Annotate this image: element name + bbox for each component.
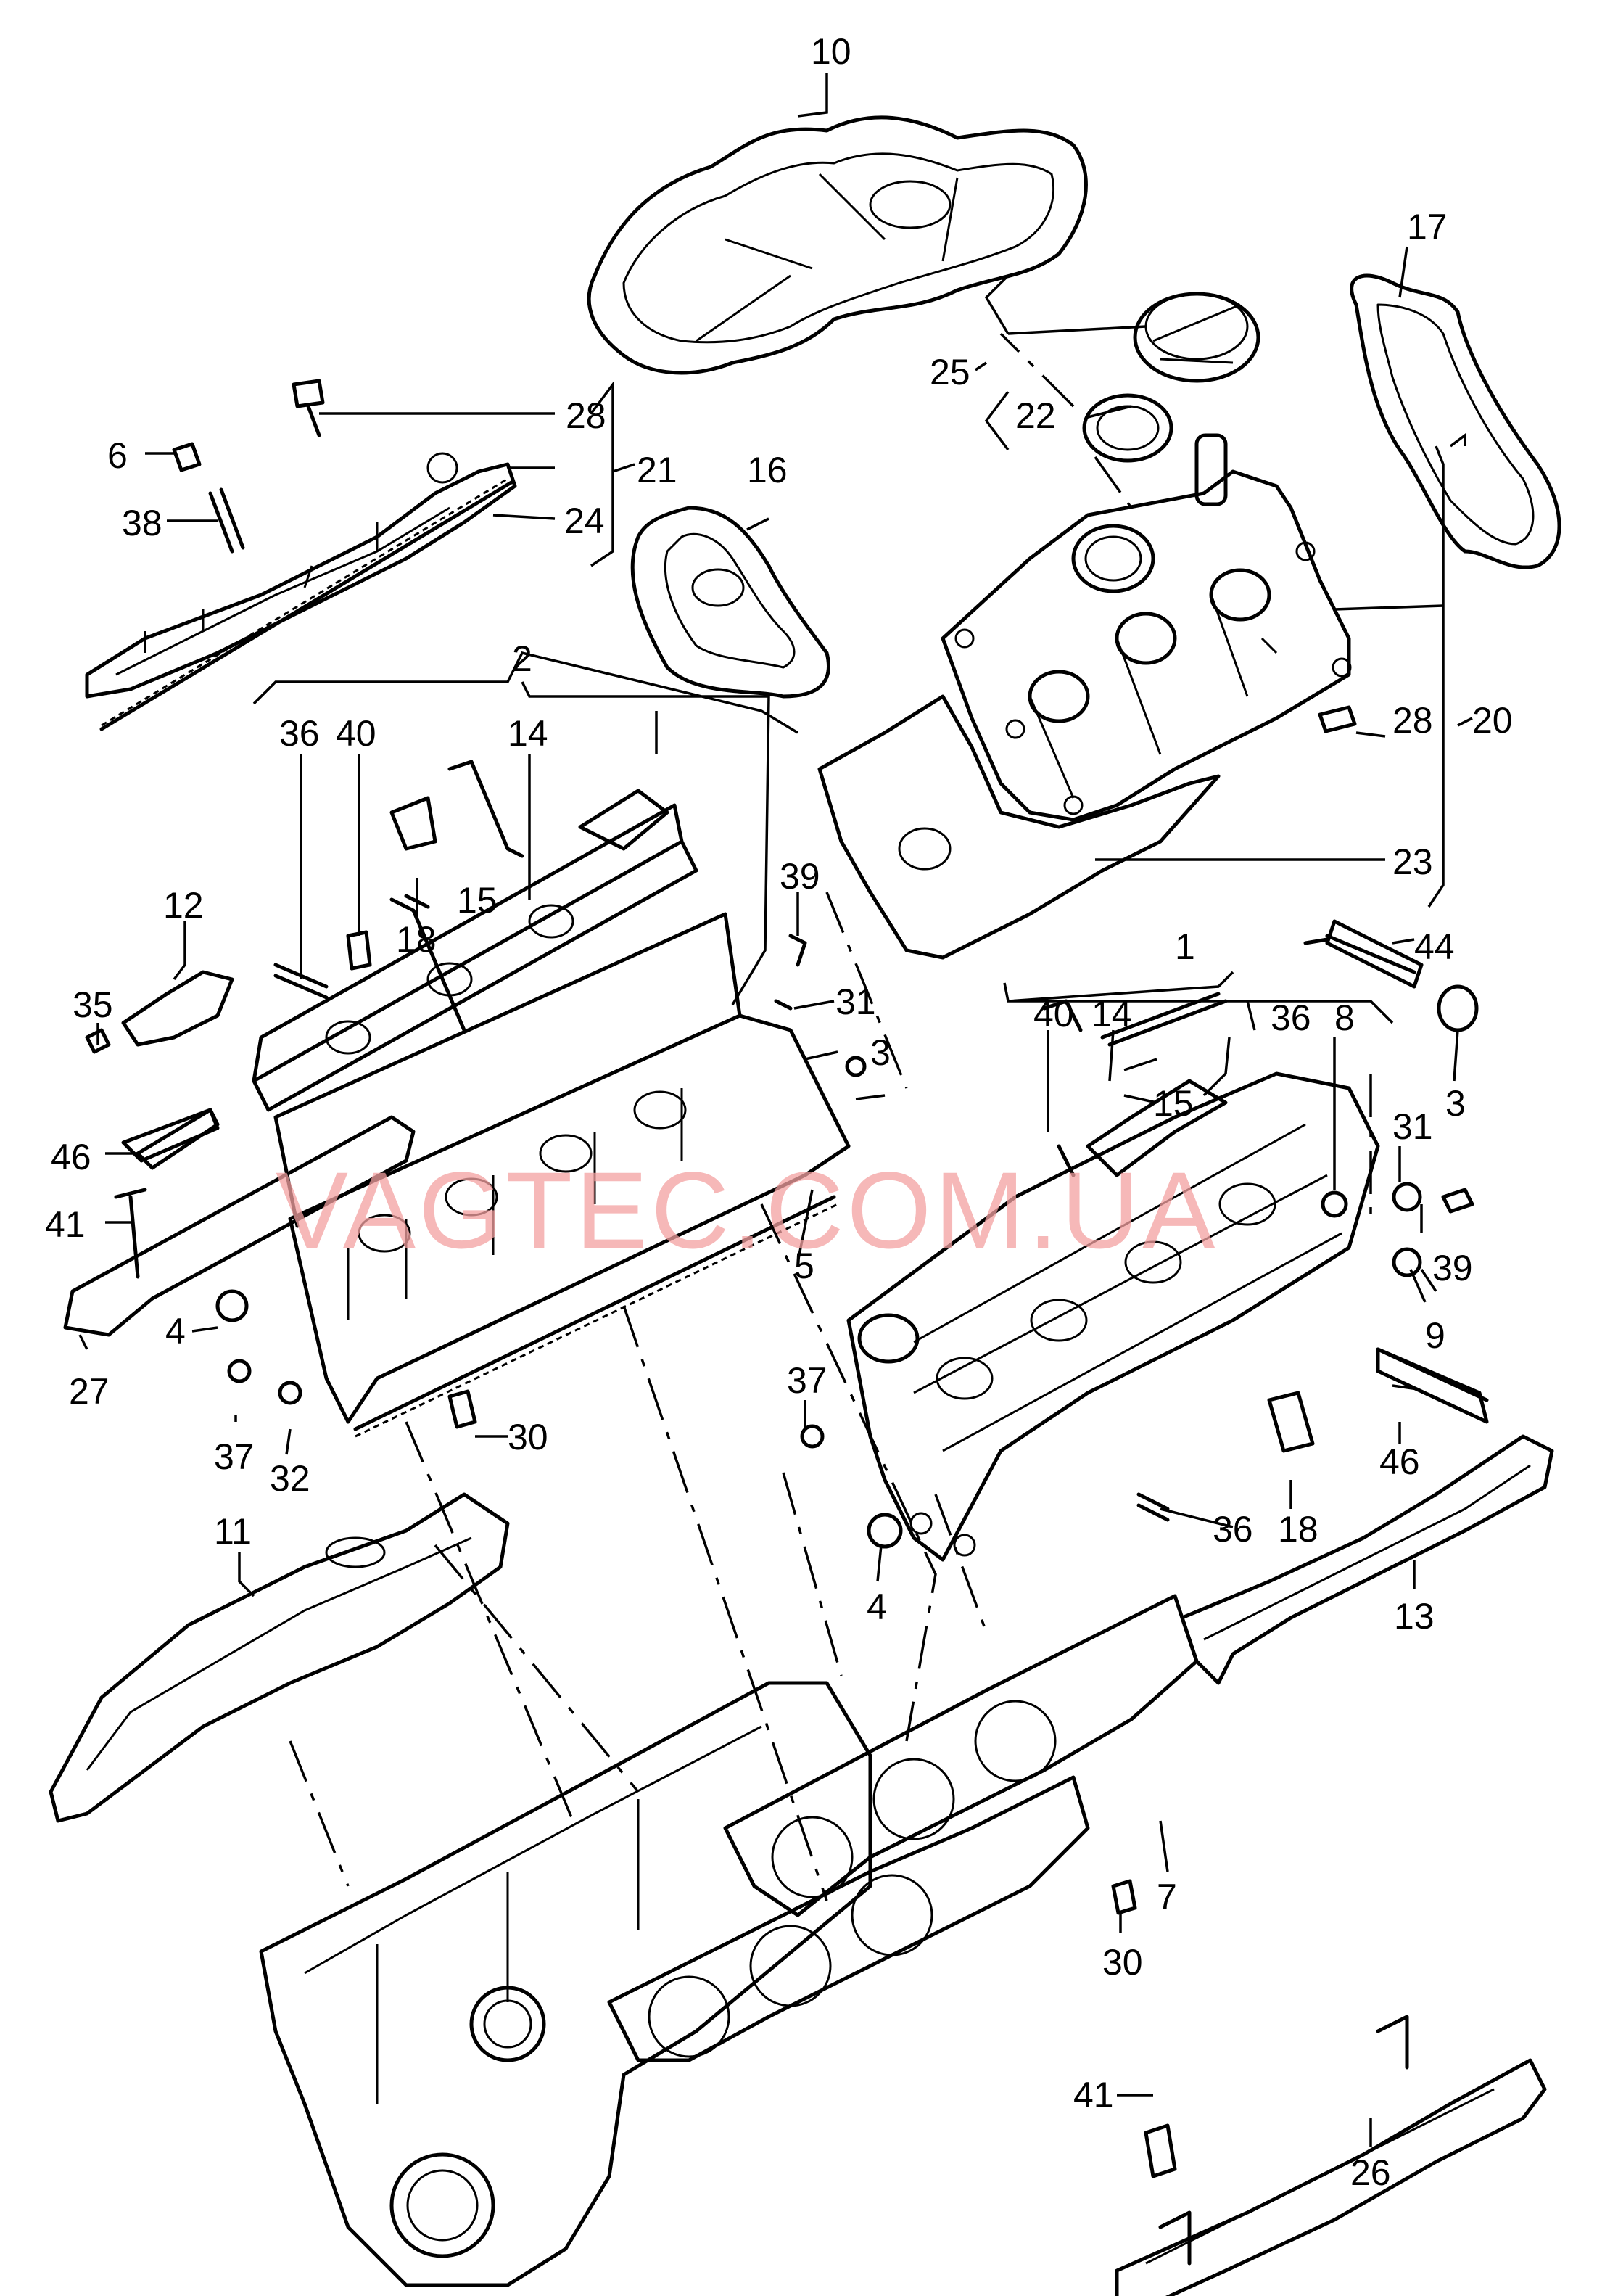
cylinder-head-left-part-2	[273, 912, 851, 1438]
callout-22: 22	[1015, 395, 1056, 436]
callout-15-left: 15	[457, 880, 498, 921]
callout-21: 21	[637, 450, 677, 490]
callout-25: 25	[930, 352, 970, 392]
callout-41-right: 41	[1073, 2075, 1114, 2115]
cylinder-head-right-part-1	[846, 1071, 1380, 1562]
callout-36-right-bottom: 36	[1213, 1509, 1253, 1550]
small-parts-left	[63, 760, 524, 1405]
bolt-part-6-38	[172, 442, 245, 554]
engine-block	[259, 1681, 872, 2287]
callout-46-right: 46	[1379, 1441, 1420, 1482]
camshaft-carrier-left	[252, 789, 698, 1112]
callout-16: 16	[747, 450, 788, 490]
callout-4-left: 4	[165, 1311, 186, 1351]
heat-shield-part-26	[1115, 2015, 1547, 2296]
callout-6: 6	[107, 435, 128, 476]
callout-7: 7	[1157, 1877, 1177, 1917]
callout-5: 5	[794, 1246, 814, 1286]
callout-2: 2	[512, 638, 532, 679]
callout-32: 32	[270, 1458, 310, 1499]
callout-40-left: 40	[336, 713, 376, 754]
gasket-part-23	[817, 694, 1221, 960]
callout-23: 23	[1392, 842, 1433, 882]
valve-cover-right-part-20	[941, 433, 1357, 822]
callout-20: 20	[1472, 700, 1513, 741]
callout-14-right: 14	[1091, 994, 1132, 1034]
callout-15-right: 15	[1153, 1083, 1194, 1124]
callout-31-left: 31	[835, 982, 876, 1022]
callout-36-right-top: 36	[1271, 997, 1311, 1038]
callout-31-right: 31	[1392, 1106, 1433, 1147]
callout-18-left: 18	[396, 919, 437, 960]
bolt-part-28-left	[292, 379, 325, 437]
callout-35: 35	[73, 984, 113, 1025]
callout-28-left: 28	[566, 395, 606, 436]
callout-40-right: 40	[1033, 994, 1074, 1034]
callout-8: 8	[1334, 997, 1355, 1038]
callout-labels: 10 17 25 22 28 21 24 6 38 16 2 28 20 36 …	[45, 31, 1513, 2193]
cover-part-17	[1350, 273, 1561, 569]
head-gasket-part-7	[607, 1594, 1199, 2062]
callout-28-right: 28	[1392, 700, 1433, 741]
dowel-pins-part-30	[447, 1389, 1137, 1915]
callout-30-right: 30	[1102, 1942, 1143, 1983]
callout-12: 12	[163, 885, 204, 926]
callout-26: 26	[1350, 2152, 1391, 2193]
watermark-text: VAGTEC.COM.UA	[276, 1149, 1218, 1271]
callout-10: 10	[811, 31, 851, 72]
callout-36-left: 36	[279, 713, 320, 754]
valve-cover-left-part-21	[85, 452, 517, 731]
callout-4-right: 4	[867, 1587, 887, 1627]
callout-39-right: 39	[1432, 1248, 1473, 1288]
callout-41-left: 41	[45, 1204, 86, 1245]
callout-17: 17	[1407, 207, 1448, 247]
callout-37-left: 37	[214, 1436, 255, 1477]
callout-1: 1	[1175, 926, 1195, 967]
callout-18-right: 18	[1278, 1509, 1318, 1550]
oil-filler-cap-part-25	[1082, 292, 1260, 463]
callout-3-left: 3	[870, 1032, 891, 1073]
assembly-lines	[289, 332, 1372, 1901]
callout-38: 38	[122, 503, 162, 543]
callout-46-left: 46	[51, 1137, 91, 1177]
heat-shield-part-13	[1180, 1434, 1554, 1685]
callout-39-left: 39	[780, 856, 820, 897]
callout-30-left: 30	[508, 1417, 548, 1457]
callout-27: 27	[69, 1371, 110, 1412]
heat-shield-part-11	[49, 1492, 510, 1823]
leader-lines	[78, 73, 1473, 2147]
callout-3-right: 3	[1445, 1083, 1466, 1124]
callout-24: 24	[564, 501, 605, 541]
callout-13: 13	[1394, 1596, 1435, 1637]
engine-cover-part-10	[587, 115, 1088, 375]
callout-9: 9	[1425, 1315, 1445, 1356]
callout-14-left: 14	[508, 713, 548, 754]
cover-part-16	[630, 506, 830, 699]
callout-44: 44	[1414, 926, 1455, 967]
callout-11: 11	[214, 1511, 252, 1552]
callout-37-right: 37	[787, 1360, 827, 1401]
